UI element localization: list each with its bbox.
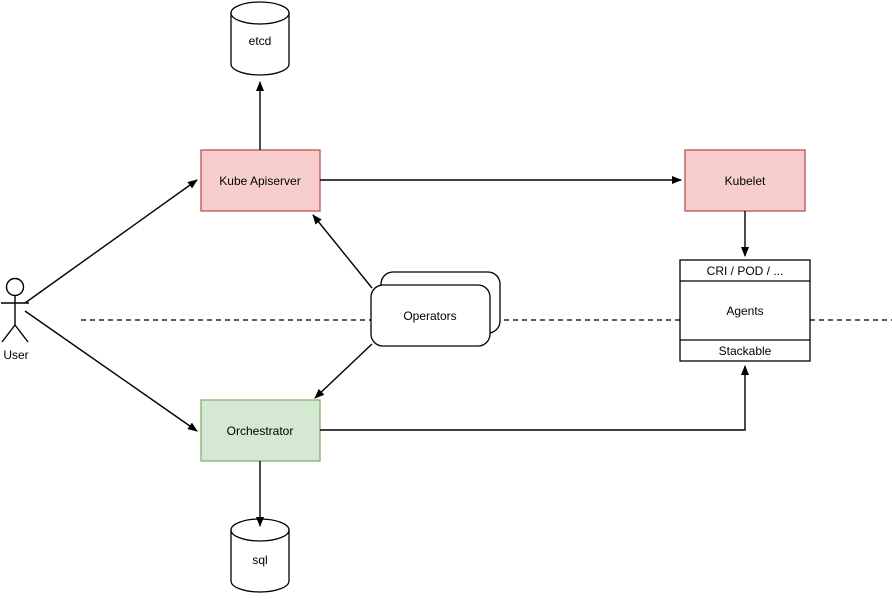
orchestrator-box-shape bbox=[200, 399, 321, 462]
kube-apiserver-box-shape bbox=[200, 149, 321, 212]
edge-user-to-orchestrator bbox=[24, 310, 198, 432]
sql-cylinder-shape bbox=[230, 518, 290, 593]
etcd-cylinder-shape bbox=[230, 1, 290, 76]
edge-operators-to-orchestrator bbox=[314, 343, 373, 399]
agents-stack-box-shape bbox=[679, 259, 811, 362]
operators-front-card-shape bbox=[370, 284, 491, 347]
user-actor-icon bbox=[1, 277, 29, 343]
edge-user-to-kube-apiserver bbox=[24, 179, 198, 304]
edge-orchestrator-to-stackable bbox=[320, 365, 749, 431]
kubelet-box-shape bbox=[684, 149, 806, 212]
edge-operators-to-kube-apiserver bbox=[312, 214, 373, 289]
